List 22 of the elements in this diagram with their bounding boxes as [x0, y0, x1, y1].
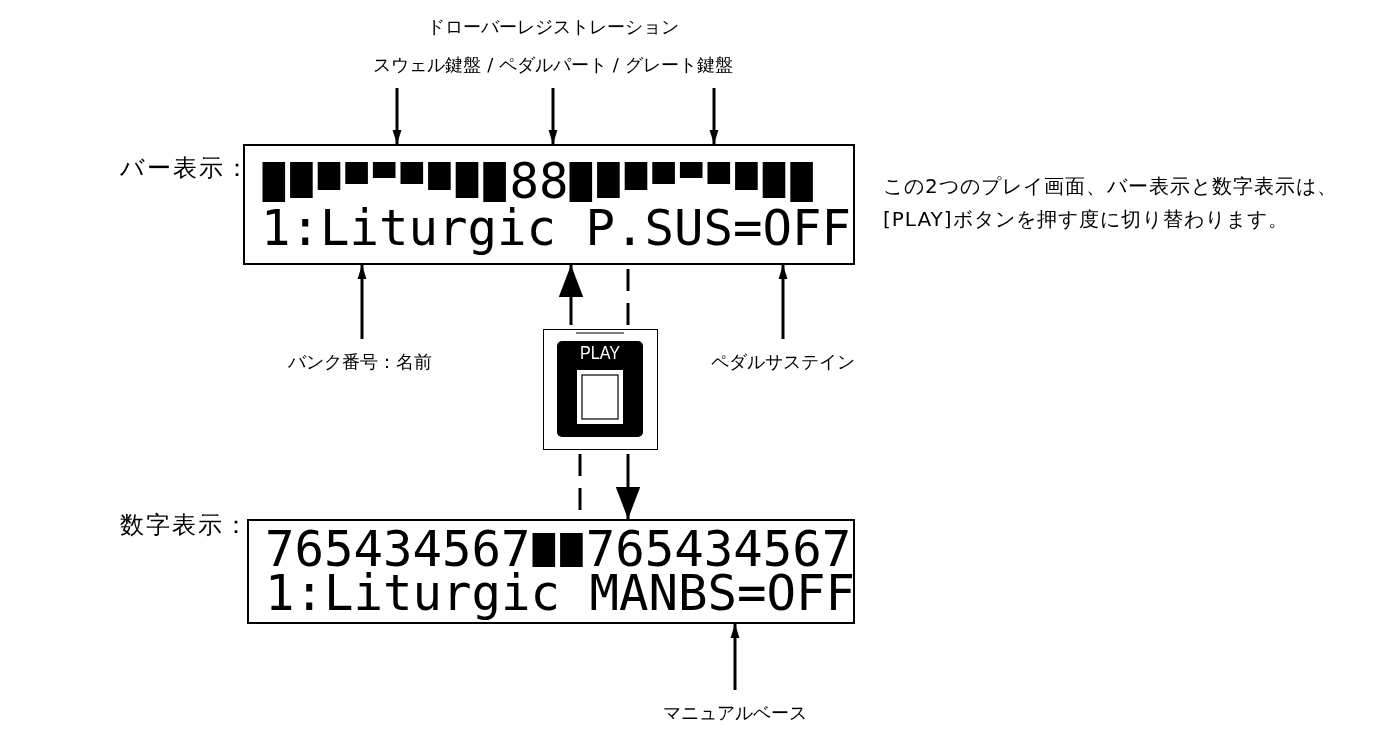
- callout-text: バンク番号：名前: [287, 350, 433, 374]
- arrow: [558, 265, 584, 325]
- arrow: [357, 265, 367, 339]
- arrow: [392, 88, 402, 144]
- row-label: バー表示：: [120, 153, 251, 184]
- lcd-text: 765434567: [265, 529, 531, 571]
- arrow: [709, 88, 719, 144]
- row-label: 数字表示：: [120, 510, 250, 541]
- arrow: [778, 265, 788, 339]
- heading-text: ドローバーレジストレーション: [426, 15, 680, 39]
- callout-text: マニュアルベース: [662, 701, 808, 725]
- heading-text: スウェル鍵盤 / ペダルパート / グレート鍵盤: [372, 53, 734, 77]
- lcd-text: 765434567: [585, 529, 852, 571]
- arrow: [615, 454, 641, 519]
- lcd-text: 88: [509, 162, 569, 202]
- arrow: [730, 624, 740, 690]
- note-text: この2つのプレイ画面、バー表示と数字表示は、[PLAY]ボタンを押す度に切り替わります。: [883, 173, 1339, 233]
- arrow: [548, 88, 558, 144]
- lcd-display: [243, 144, 855, 265]
- play-button: PLAY: [543, 329, 658, 450]
- lcd-display: [247, 519, 855, 624]
- callout-text: ペダルサステイン: [710, 350, 856, 374]
